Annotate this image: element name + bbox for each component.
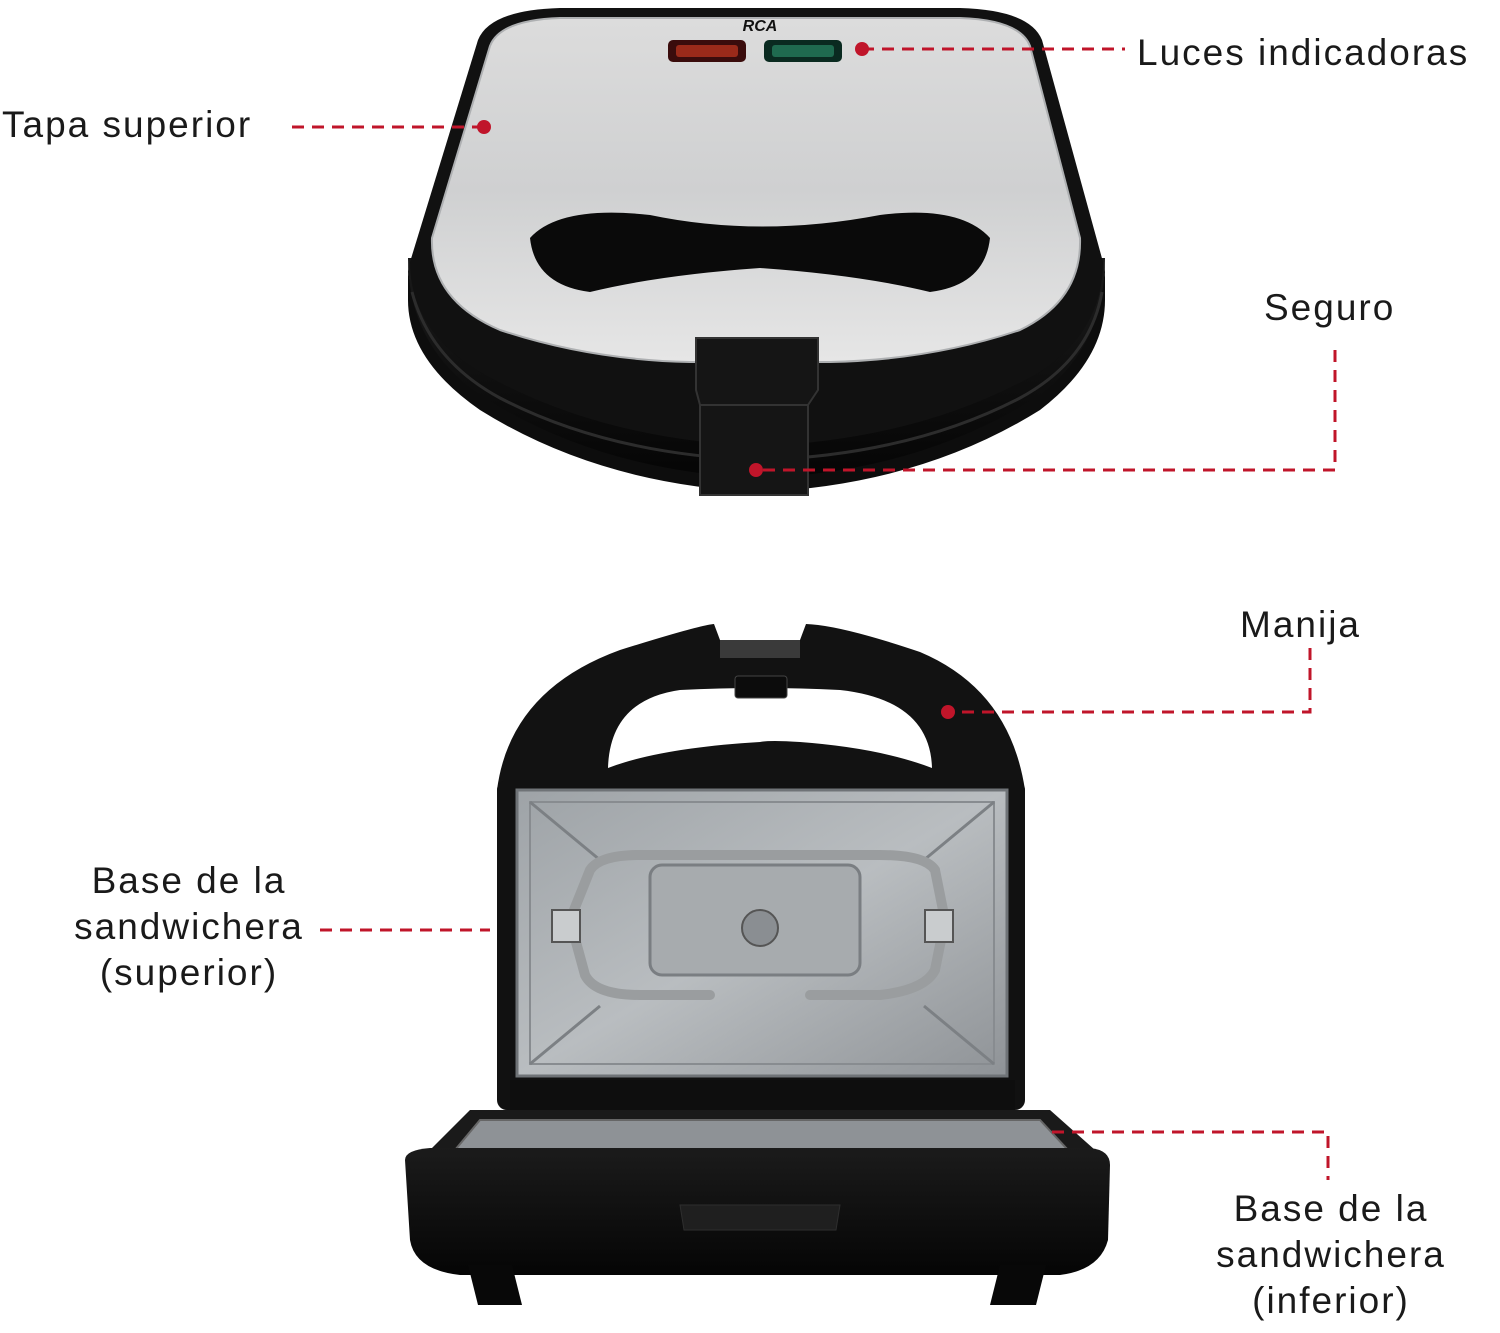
callout-lines [292, 47, 1337, 1180]
label-base-superior-line2: sandwichera [74, 906, 304, 947]
dot-manija [941, 705, 955, 719]
lower-plate [452, 1119, 1071, 1151]
latch [695, 337, 819, 496]
dot-luces [855, 42, 869, 56]
label-manija: Manija [1240, 604, 1361, 645]
label-tapa-superior: Tapa superior [2, 104, 253, 145]
carry-handle [608, 688, 932, 768]
closed-sandwich-maker: RCA [408, 8, 1105, 496]
leader-seguro [758, 350, 1337, 472]
open-sandwich-maker [405, 624, 1110, 1305]
label-luces-indicadoras: Luces indicadoras [1137, 32, 1470, 73]
label-base-inferior-line1: Base de la [1233, 1188, 1429, 1229]
handle-cutout [530, 212, 990, 292]
label-base-superior-line3: (superior) [99, 952, 279, 993]
dot-tapa [477, 120, 491, 134]
label-base-inferior-line2: sandwichera [1216, 1234, 1446, 1275]
label-base-superior-line1: Base de la [91, 860, 287, 901]
label-base-superior: Base de la sandwichera (superior) [50, 858, 328, 996]
leader-manija [948, 648, 1312, 714]
leader-base-inferior [1052, 1130, 1330, 1180]
brand-logo: RCA [743, 18, 778, 35]
top-lid [430, 17, 1082, 363]
label-base-inferior-line3: (inferior) [1252, 1280, 1410, 1321]
label-seguro: Seguro [1264, 287, 1396, 328]
dot-seguro [749, 463, 763, 477]
callout-dots [477, 42, 955, 719]
label-base-inferior: Base de la sandwichera (inferior) [1192, 1186, 1470, 1324]
